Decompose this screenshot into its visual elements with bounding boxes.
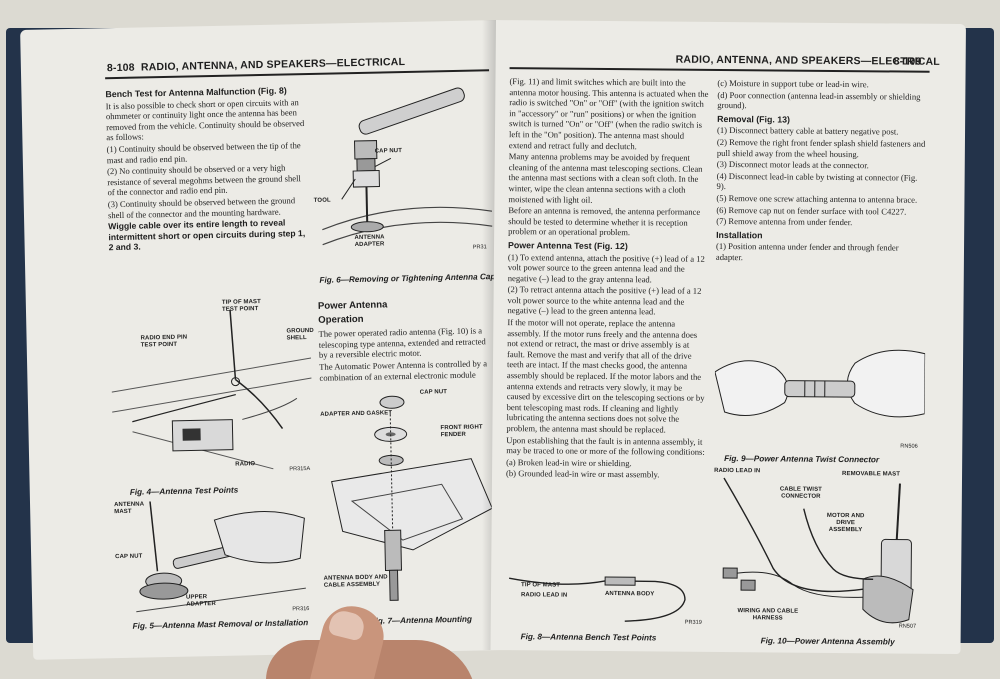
fig7-label-body: ANTENNA BODY AND CABLE ASSEMBLY [323,574,388,589]
fig7-caption: Fig. 7—Antenna Mounting [370,614,473,626]
left-col1-text: Bench Test for Antenna Malfunction (Fig.… [105,82,308,254]
left-col2-text: Power Antenna Operation The power operat… [318,292,496,384]
paragraph: (2) To retract antenna attach the positi… [507,284,702,317]
fig10-code: RN507 [898,623,917,630]
fig5-code: PR316 [292,606,310,613]
paragraph: (1) Position antenna under fender and th… [715,241,899,263]
fig5-label-mast: ANTENNA MAST [114,501,144,516]
paragraph: (7) Remove antenna from under fender. [716,216,853,228]
power-antenna-heading: Power Antenna [317,299,388,312]
fig8-caption: Fig. 8—Antenna Bench Test Points [520,632,657,643]
fig10-illustration: RADIO LEAD IN REMOVABLE MAST CABLE TWIST… [713,468,924,634]
fig6-label-adapter: ANTENNA ADAPTER [354,234,385,249]
fig4-label-ground: GROUND SHELL [286,327,314,342]
paragraph: Before an antenna is removed, the antenn… [508,205,701,238]
operation-subheading: Operation [318,313,364,326]
left-page: 8-108 RADIO, ANTENNA, AND SPEAKERS—ELECT… [20,20,512,660]
fig10-label-mast: REMOVABLE MAST [842,471,901,478]
paragraph-bold: Wiggle cable over its entire length to r… [108,217,306,253]
paragraph: Upon establishing that the fault is in a… [506,434,705,458]
fig10-caption: Fig. 10—Power Antenna Assembly [760,636,895,647]
removal-heading: Removal (Fig. 13) [717,113,791,125]
paragraph: (5) Remove one screw attaching antenna t… [716,192,918,205]
fig8-label-tip: TIP OF MAST [521,582,561,589]
power-antenna-test-heading: Power Antenna Test (Fig. 12) [507,240,628,252]
fig9-caption: Fig. 9—Power Antenna Twist Connector [724,454,880,465]
fig10-label-motor: MOTOR AND DRIVE ASSEMBLY [826,512,865,534]
paragraph: It is also possible to check short or op… [105,96,305,143]
fig4-caption: Fig. 4—Antenna Test Points [129,485,239,497]
fig10-label-harness: WIRING AND CABLE HARNESS [737,608,799,622]
right-col1-text: (Fig. 11) and limit switches which are b… [506,76,710,482]
paragraph: (c) Moisture in support tube or lead-in … [717,77,869,90]
paragraph: (2) No continuity should be observed or … [106,162,301,198]
fig4-illustration: TIP OF MAST TEST POINT RADIO END PIN TES… [110,298,314,482]
paragraph: (3) Continuity should be observed betwee… [107,195,296,220]
fig9-code: RN506 [900,443,918,450]
fig8-illustration: TIP OF MAST RADIO LEAD IN ANTENNA BODY P… [505,558,706,632]
fig8-label-body: ANTENNA BODY [604,590,655,598]
paragraph: Many antenna problems may be avoided by … [508,151,703,205]
fig4-label-radio: RADIO [235,461,256,468]
fig4-label-tip: TIP OF MAST TEST POINT [221,299,261,313]
paragraph: (b) Grounded lead-in wire or mast assemb… [505,468,660,480]
right-page-number: 8-109 [893,55,922,68]
paragraph: The Automatic Power Antenna is controlle… [319,358,488,383]
right-page: RADIO, ANTENNA, AND SPEAKERS—ELECTRICAL … [490,20,966,655]
fig8-code: PR319 [684,619,702,626]
paragraph: (4) Disconnect lead-in cable by twisting… [716,170,918,192]
fig4-code: PR315A [289,466,311,473]
paragraph: (a) Broken lead-in wire or shielding. [506,456,632,468]
fig7-label-cap: CAP NUT [419,389,448,396]
fig6-label-cap-nut: CAP NUT [374,148,403,155]
fig7-illustration: ADAPTER AND GASKET CAP NUT FRONT RIGHT F… [320,388,501,614]
fig8-label-radio: RADIO LEAD IN [520,592,568,599]
fig5-illustration: ANTENNA MAST CAP NUT UPPER ADAPTER PR316 [114,498,316,622]
fig5-label-adapter: UPPER ADAPTER [185,594,216,608]
fig10-label-radio: RADIO LEAD IN [714,467,761,475]
right-col2-text: (c) Moisture in support tube or lead-in … [716,78,928,265]
fig6-label-tool: TOOL [313,197,331,204]
fig10-label-twist: CABLE TWIST CONNECTOR [779,486,822,500]
paragraph: The power operated radio antenna (Fig. 1… [318,325,486,361]
paragraph: (Fig. 11) and limit switches which are b… [508,76,709,151]
paragraph: (2) Remove the right front fender splash… [716,136,926,159]
fig6-illustration: CAP NUT TOOL ANTENNA ADAPTER PR31 [309,76,493,270]
paragraph: (1) To extend antenna, attach the positi… [507,251,705,285]
paragraph: (3) Disconnect motor leads at the connec… [716,159,869,171]
fig5-label-cap: CAP NUT [115,553,143,561]
paragraph: If the motor will not operate, replace t… [506,317,705,435]
installation-heading: Installation [716,229,763,241]
paragraph: (6) Remove cap nut on fender surface wit… [716,204,907,217]
fig4-label-radio-pin: RADIO END PIN TEST POINT [140,334,188,349]
paragraph: (d) Poor connection (antenna lead-in ass… [717,89,921,111]
paragraph: (1) Continuity should be observed betwee… [106,140,301,165]
fig9-illustration: RN506 [714,332,926,452]
paragraph: (1) Disconnect battery cable at battery … [717,125,899,137]
